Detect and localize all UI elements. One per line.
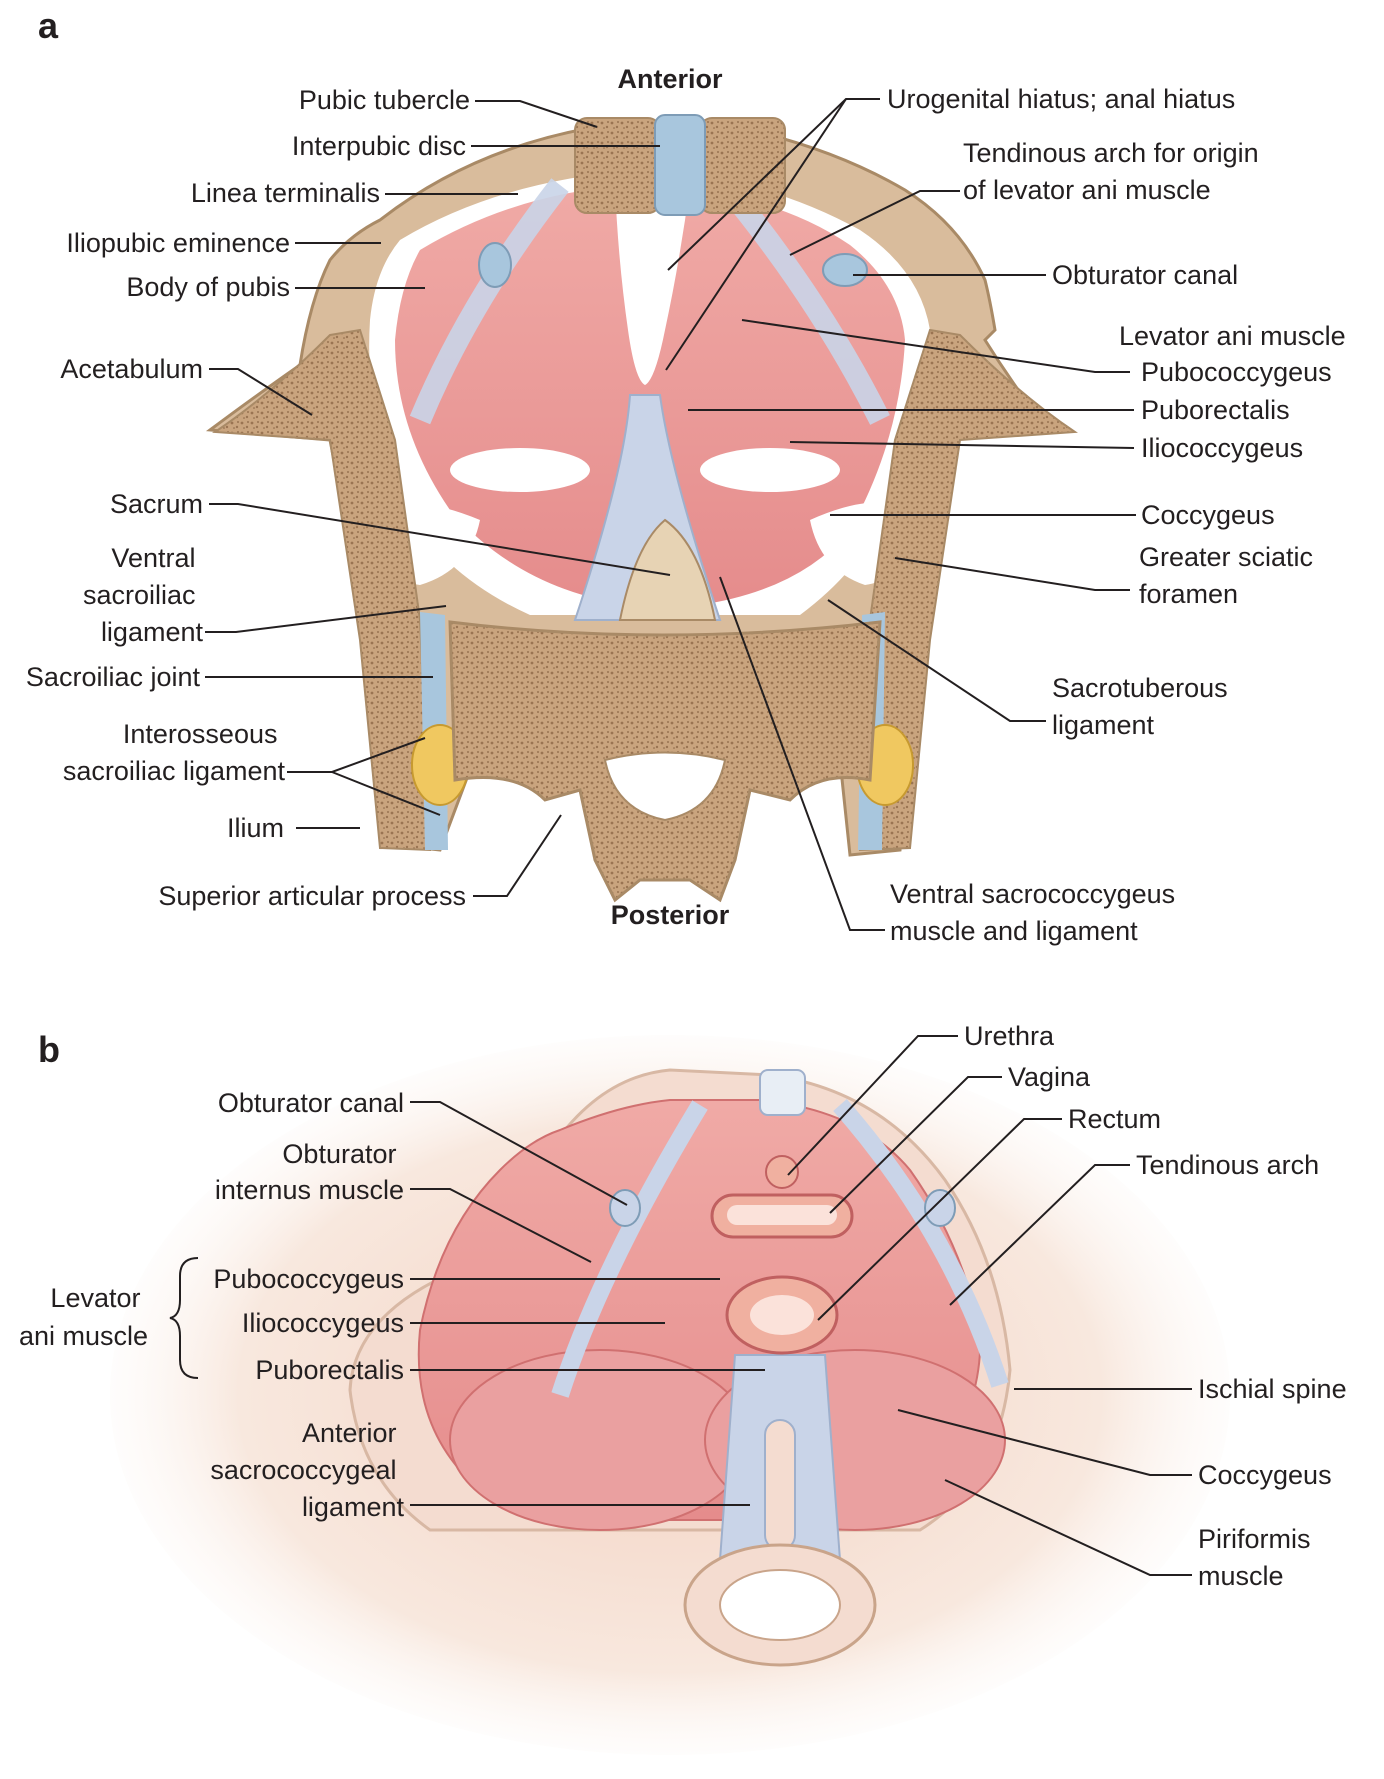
label-sacroiliac-joint: Sacroiliac joint	[26, 662, 201, 692]
interpubic-disc-shape	[654, 114, 706, 216]
label-ventral-sacrococcygeus: Ventral sacrococcygeus muscle and ligame…	[890, 879, 1183, 946]
tendinous-arch-left	[409, 178, 569, 425]
label-tendinous-arch-origin: Tendinous arch for origin of levator ani…	[963, 138, 1266, 205]
label-sacrotuberous-ligament: Sacrotuberous ligament	[1052, 673, 1235, 740]
obturator-canal-b-left	[609, 1189, 641, 1227]
label-pubococcygeus-a: Pubococcygeus	[1141, 357, 1332, 387]
label-puborectalis-b: Puborectalis	[255, 1355, 404, 1385]
label-iliopubic-eminence: Iliopubic eminence	[66, 228, 290, 258]
panel-b-illustration	[110, 1035, 1230, 1755]
label-obturator-canal-a: Obturator canal	[1052, 260, 1238, 290]
hiatus-gap-right	[700, 448, 840, 492]
label-piriformis-muscle: Piriformis muscle	[1198, 1524, 1318, 1591]
sacral-canal-b	[719, 1569, 841, 1641]
panel-b-right-labels: Urethra Vagina Rectum Tendinous arch Isc…	[964, 1021, 1347, 1591]
urogenital-hiatus-gap	[615, 185, 690, 385]
label-iliococcygeus-b: Iliococcygeus	[242, 1308, 404, 1338]
sacral-canal	[603, 751, 727, 822]
orientation-anterior: Anterior	[617, 64, 723, 94]
label-levator-ani-group: Levator ani muscle	[19, 1283, 148, 1351]
label-coccygeus-a: Coccygeus	[1141, 500, 1275, 530]
label-linea-terminalis: Linea terminalis	[191, 178, 380, 208]
panel-b-letter: b	[38, 1029, 60, 1070]
label-anterior-sacrococcygeal-ligament: Anterior sacrococcygeal ligament	[210, 1418, 404, 1522]
orientation-posterior: Posterior	[611, 900, 730, 930]
urethra-shape	[765, 1155, 799, 1189]
label-rectum: Rectum	[1068, 1104, 1161, 1134]
pubic-symphysis-left	[574, 117, 661, 214]
symphysis-cap-b	[759, 1069, 806, 1116]
panel-a-illustration	[205, 114, 1078, 903]
label-pubococcygeus-b: Pubococcygeus	[213, 1264, 404, 1294]
label-obturator-canal-b: Obturator canal	[218, 1088, 404, 1118]
tendinous-arch-b-left	[551, 1100, 708, 1398]
label-superior-articular-process: Superior articular process	[158, 881, 466, 911]
vagina-lumen	[727, 1205, 837, 1225]
panel-a-left-labels: Pubic tubercle Interpubic disc Linea ter…	[26, 85, 470, 911]
label-sacrum: Sacrum	[110, 489, 203, 519]
leader-lines	[169, 98, 1192, 1576]
label-coccygeus-b: Coccygeus	[1198, 1460, 1332, 1490]
label-urethra: Urethra	[964, 1021, 1055, 1051]
obturator-canal-b-right	[924, 1189, 956, 1227]
coccyx-slot	[764, 1419, 796, 1551]
hiatus-gap-left	[450, 448, 590, 492]
label-ventral-sacroiliac-ligament: Ventral sacroiliac ligament	[83, 543, 204, 647]
label-vagina: Vagina	[1008, 1062, 1091, 1092]
label-levator-ani-muscle-a: Levator ani muscle	[1119, 321, 1346, 351]
label-obturator-internus: Obturator internus muscle	[215, 1139, 404, 1205]
label-greater-sciatic-foramen: Greater sciatic foramen	[1139, 542, 1321, 609]
panel-a-right-labels: Urogenital hiatus; anal hiatus Tendinous…	[887, 84, 1346, 946]
label-ischial-spine: Ischial spine	[1198, 1374, 1347, 1404]
label-ilium: Ilium	[227, 813, 284, 843]
label-pubic-tubercle: Pubic tubercle	[299, 85, 470, 115]
label-iliococcygeus-a: Iliococcygeus	[1141, 433, 1303, 463]
label-interpubic-disc: Interpubic disc	[292, 131, 466, 161]
label-interosseous-sacroiliac-ligament: Interosseous sacroiliac ligament	[63, 719, 286, 786]
tendinous-arch-b-right	[833, 1099, 1009, 1388]
label-acetabulum: Acetabulum	[60, 354, 203, 384]
label-puborectalis-a: Puborectalis	[1141, 395, 1290, 425]
label-urogenital-hiatus: Urogenital hiatus; anal hiatus	[887, 84, 1235, 114]
panel-a-letter: a	[38, 5, 59, 46]
obturator-canal-right	[822, 253, 868, 287]
coccyx-shape	[618, 518, 717, 621]
tendinous-arch-right	[716, 177, 890, 425]
label-tendinous-arch-b: Tendinous arch	[1136, 1150, 1319, 1180]
obturator-canal-left	[478, 242, 512, 288]
rectum-lumen	[750, 1295, 814, 1335]
label-body-of-pubis: Body of pubis	[126, 272, 290, 302]
panel-b-left-labels: Obturator canal Obturator internus muscl…	[19, 1088, 405, 1522]
